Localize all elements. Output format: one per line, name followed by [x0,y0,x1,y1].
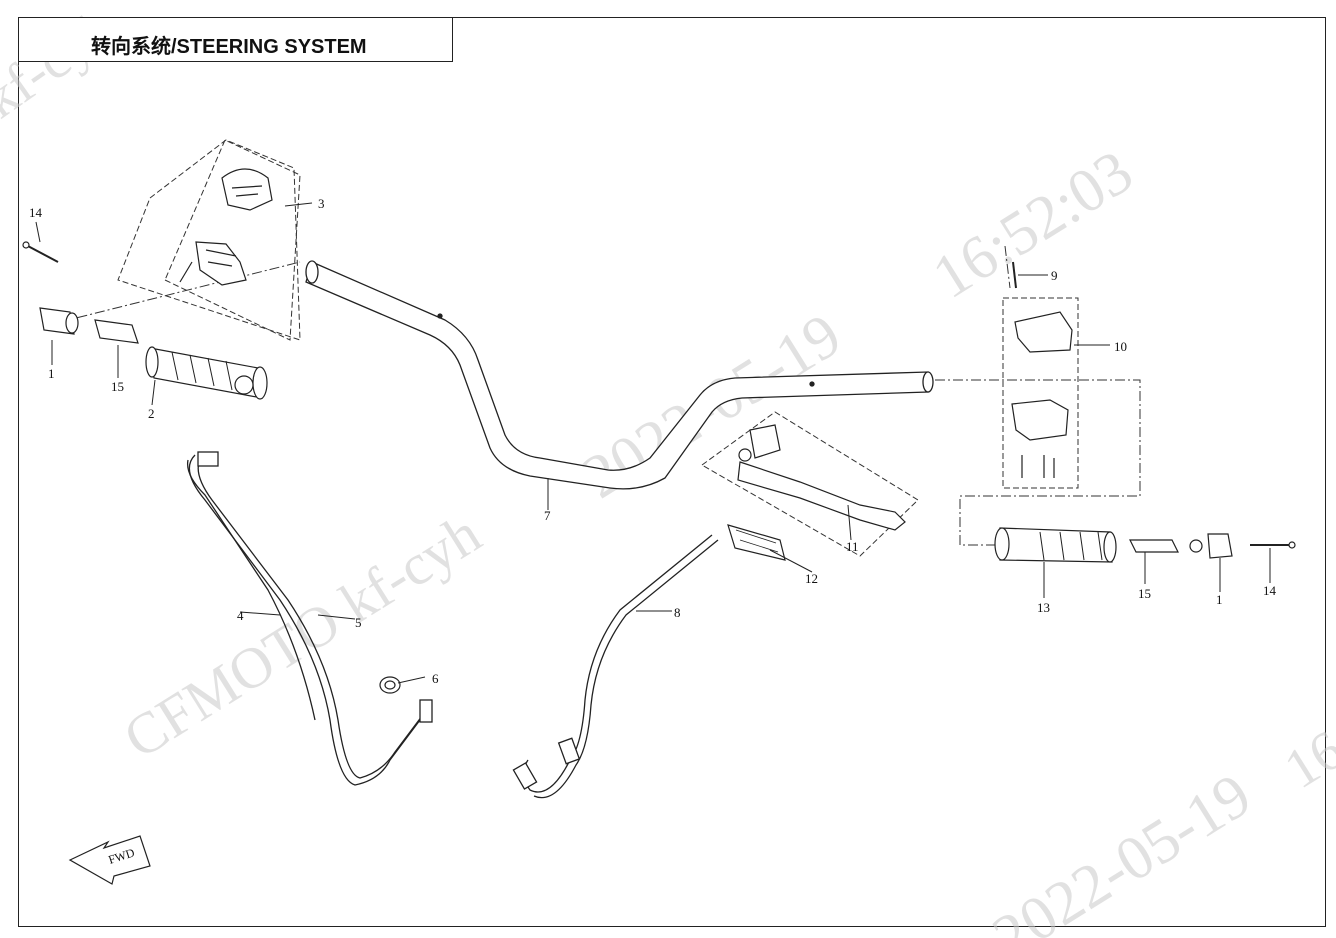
throttle-cable [512,534,719,799]
callout-14-left: 14 [29,205,43,220]
callout-15-right: 15 [1138,586,1151,601]
watermark-corner-right: 16 [1274,719,1336,801]
watermark-time: 16:52:03 [921,137,1144,311]
callout-15-left: 15 [111,379,124,394]
page-title: 转向系统/STEERING SYSTEM [91,36,367,58]
callout-7: 7 [544,508,551,523]
callout-9: 9 [1051,268,1058,283]
callout-5: 5 [355,615,362,630]
switch-box-right [1002,297,1079,489]
lever-boot [727,524,786,561]
brake-cables [186,451,433,786]
callout-13: 13 [1037,600,1050,615]
left-grip [145,346,268,400]
callout-labels: 14 1 15 2 3 4 5 6 7 8 9 10 11 12 13 15 1… [29,196,1277,686]
right-switch-housing [1011,261,1073,478]
callout-8: 8 [674,605,681,620]
callout-1-left: 1 [48,366,55,381]
watermark-date-bottom: 2022-05-19 [981,761,1262,938]
watermark-brand: CFMOTO kf-cyh [112,500,491,771]
brake-lever [737,424,906,531]
left-bar-end [22,241,139,344]
title-box: 转向系统/STEERING SYSTEM [18,17,453,62]
callout-2: 2 [148,406,155,421]
callout-12: 12 [805,571,818,586]
outer-border [18,17,1326,927]
cable-clip [379,676,401,694]
left-switch-housing [179,168,273,286]
fwd-arrow: FWD [68,835,151,885]
callout-14-right: 14 [1263,583,1277,598]
callout-10: 10 [1114,339,1127,354]
switch-box-left [117,139,301,341]
callout-4: 4 [237,608,244,623]
callout-6: 6 [432,671,439,686]
leader-lines [35,202,1271,684]
alignment-lines [59,245,1141,546]
callout-11: 11 [846,539,859,554]
callout-1-right: 1 [1216,592,1223,607]
handlebar [305,260,934,490]
right-grip [994,527,1117,563]
right-bar-end [1129,533,1296,559]
callout-3: 3 [318,196,325,211]
lever-box [701,411,919,557]
